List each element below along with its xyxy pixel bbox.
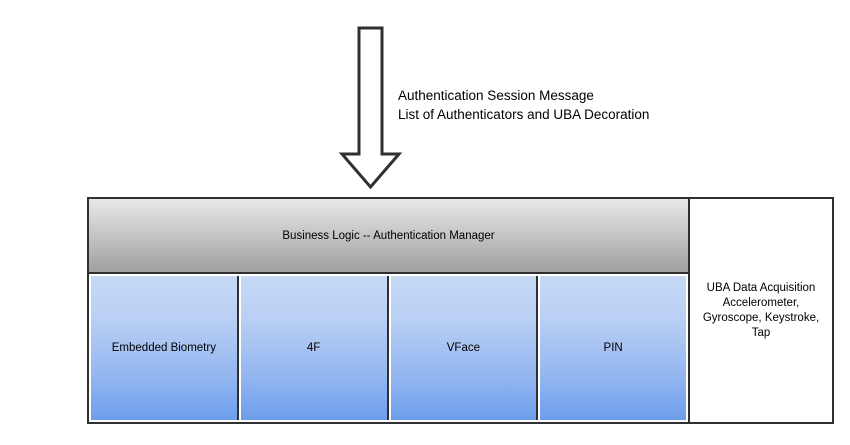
uba-panel-label: UBA Data Acquisition Accelerometer, Gyro… [702,281,820,339]
business-logic-label: Business Logic -- Authentication Manager [282,229,495,242]
authenticator-cell-embedded-biometry: Embedded Biometry [91,276,239,420]
arrow-shape [338,26,403,190]
authenticator-label: PIN [603,342,623,354]
arrow-annotation-line-2: List of Authenticators and UBA Decoratio… [398,107,650,122]
authenticator-cell-pin: PIN [540,276,686,420]
system-container: Business Logic -- Authentication Manager… [87,197,834,424]
authenticator-cell-vface: VFace [390,276,539,420]
authenticator-label: 4F [306,342,321,354]
authenticator-cell-4f: 4F [240,276,389,420]
uba-data-acquisition-panel: UBA Data Acquisition Accelerometer, Gyro… [690,199,832,422]
business-logic-bar: Business Logic -- Authentication Manager [89,199,688,274]
downward-arrow [337,26,403,190]
authenticator-label: Embedded Biometry [111,342,216,354]
authenticator-label: VFace [446,342,480,354]
authenticator-row: Embedded Biometry 4F VFace PIN [89,274,688,422]
authentication-stack: Business Logic -- Authentication Manager… [89,199,688,422]
arrow-annotation: Authentication Session Message List of A… [398,86,649,124]
stack-uba-divider [688,199,690,422]
arrow-annotation-line-1: Authentication Session Message [398,88,594,103]
